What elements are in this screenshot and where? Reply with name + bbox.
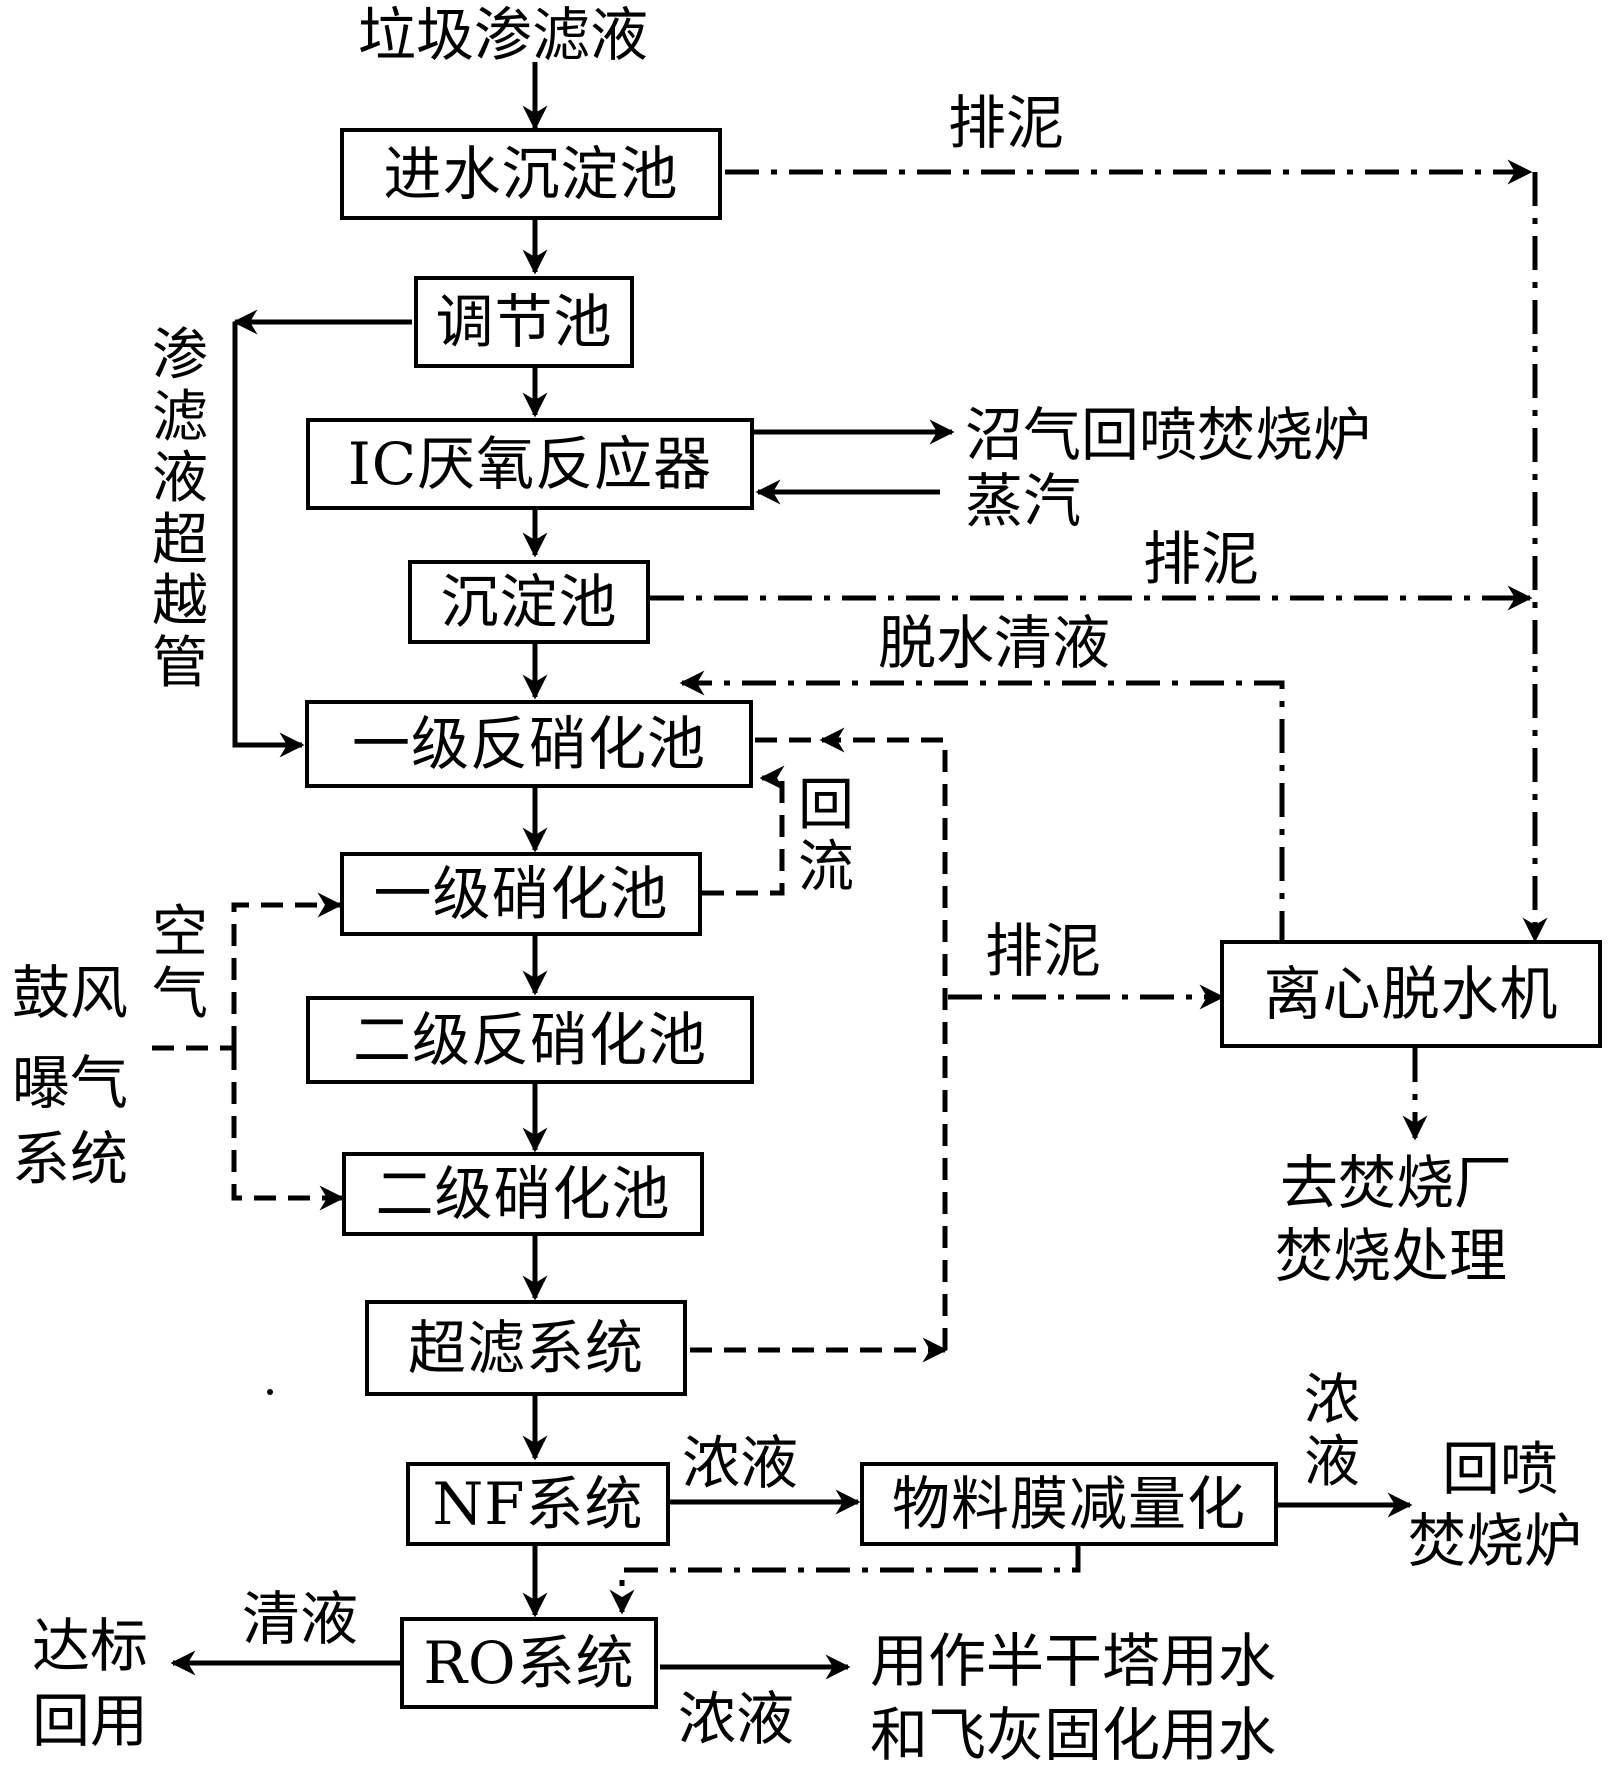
label-blower-2: 曝气	[12, 1049, 129, 1117]
label-reinject-2: 焚烧炉	[1408, 1507, 1583, 1575]
label-standard-1: 达标	[32, 1612, 149, 1680]
label-leachate: 垃圾渗滤液	[358, 1, 649, 69]
label-reinject-1: 回喷	[1442, 1435, 1559, 1503]
reflux-riser	[819, 727, 948, 1350]
label-bypass: 渗滤液超越管	[152, 323, 208, 696]
label-mem-concentrate: 浓液	[1304, 1368, 1360, 1495]
air-line-nit1	[231, 892, 343, 1048]
label-ro-concentrate: 浓液	[678, 1685, 795, 1753]
label-biogas: 沼气回喷焚烧炉	[965, 401, 1372, 469]
box-membrane-reduction: 物料膜减量化	[860, 1462, 1278, 1546]
arrow-bypass-in	[232, 322, 305, 758]
box-denit1: 一级反硝化池	[305, 700, 753, 788]
label-incinerate-2: 焚烧处理	[1275, 1222, 1508, 1290]
label-blower-1: 鼓风	[12, 959, 129, 1027]
label-blower-3: 系统	[12, 1125, 129, 1193]
box-settling: 沉淀池	[408, 560, 650, 644]
box-denit2: 二级反硝化池	[306, 996, 754, 1084]
box-nit1: 一级硝化池	[340, 852, 702, 936]
label-sludge-inlet: 排泥	[948, 89, 1065, 157]
label-reflux: 回流	[798, 773, 854, 900]
dewater-clear-return	[679, 670, 1285, 945]
box-nf: NF系统	[406, 1462, 670, 1546]
label-use-2: 和飞灰固化用水	[870, 1701, 1277, 1769]
membrane-return	[609, 1542, 1081, 1615]
label-standard-2: 回用	[32, 1687, 149, 1755]
label-steam: 蒸汽	[965, 467, 1082, 535]
label-use-1: 用作半干塔用水	[870, 1627, 1277, 1695]
box-regulating: 调节池	[414, 276, 634, 368]
label-dewater-clear: 脱水清液	[878, 609, 1111, 677]
box-inlet-settling: 进水沉淀池	[340, 128, 722, 220]
stray-dot	[267, 1389, 273, 1395]
label-clear-liquid: 清液	[242, 1585, 359, 1653]
label-sludge-bio: 排泥	[985, 917, 1102, 985]
internal-reflux	[702, 765, 785, 896]
box-ic-reactor: IC厌氧反应器	[306, 418, 754, 510]
label-incinerate-1: 去焚烧厂	[1280, 1149, 1513, 1217]
box-nit2: 二级硝化池	[342, 1152, 704, 1236]
label-air: 空气	[152, 900, 208, 1027]
label-sludge-settling: 排泥	[1143, 525, 1260, 593]
box-ro: RO系统	[400, 1617, 658, 1709]
box-uf: 超滤系统	[365, 1300, 687, 1396]
air-line-nit2	[231, 1048, 345, 1211]
label-nf-concentrate: 浓液	[682, 1429, 799, 1497]
box-centrifuge: 离心脱水机	[1220, 940, 1602, 1048]
